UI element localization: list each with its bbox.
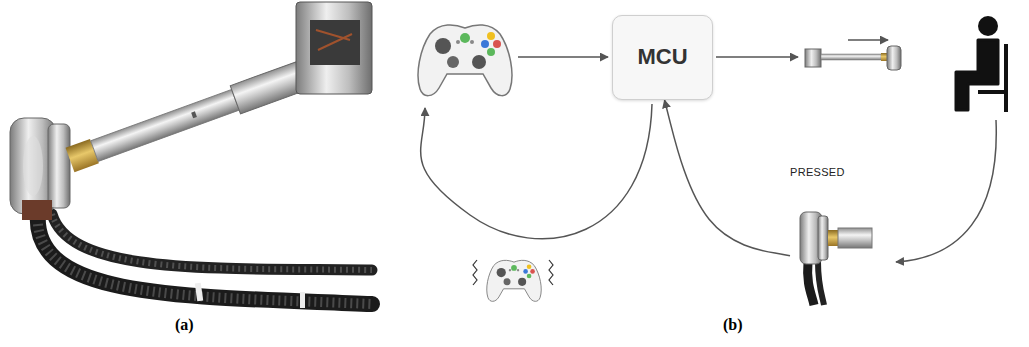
actuator-photo	[52, 214, 372, 270]
actuator-photo	[195, 283, 203, 302]
actuator-photo	[48, 124, 70, 208]
mcu-box: MCU	[612, 15, 713, 100]
actuator-photo	[316, 30, 352, 50]
pressed-actuator-icon	[800, 212, 872, 305]
panel-label: (b)	[723, 316, 743, 334]
pressed-actuator-icon	[818, 262, 824, 305]
panel-label: (a)	[175, 316, 194, 334]
pressed-actuator-icon	[818, 216, 828, 260]
actuator-photo	[310, 20, 360, 65]
pressed-state: PRESSED	[790, 160, 890, 305]
flow-arrow	[518, 56, 608, 58]
seated-person-icon	[978, 16, 998, 36]
illustration	[418, 25, 512, 96]
connectors	[665, 100, 790, 256]
actuator-photo	[65, 62, 306, 174]
actuator-photo	[230, 62, 306, 114]
actuator-icon	[805, 49, 821, 67]
pressed-actuator-icon	[828, 230, 838, 246]
actuator-photo	[191, 111, 197, 118]
feedback-arrow	[421, 104, 652, 239]
actuator-icon	[821, 54, 881, 60]
actuator-photo	[10, 2, 372, 308]
flow-arrow	[896, 120, 996, 262]
actuator-icon	[887, 46, 901, 70]
seated-person-icon	[978, 90, 1006, 94]
vibrating-gamepad-icon	[487, 260, 541, 301]
motion-arrow	[848, 39, 888, 41]
actuator-photo	[38, 212, 372, 304]
actuator-photo	[52, 214, 372, 270]
state-label: PRESSED	[790, 166, 845, 179]
pressed-actuator-icon	[838, 228, 872, 248]
vibrating-gamepad-icon	[473, 260, 553, 301]
actuator-photo	[23, 136, 43, 196]
seated-person-icon	[956, 40, 998, 110]
box-label: MCU	[637, 44, 687, 70]
actuator-photo	[300, 292, 305, 308]
actuator-photo	[91, 89, 239, 161]
connector-arrow	[665, 100, 790, 256]
actuator-icon	[805, 46, 901, 70]
actuator-photo	[296, 2, 372, 94]
actuator-photo	[22, 200, 52, 220]
vibrating-gamepad-icon	[473, 260, 477, 285]
actuator-photo	[38, 212, 372, 304]
actuator-icon	[881, 53, 887, 61]
seated-person-icon	[956, 16, 1006, 112]
vibrating-gamepad-icon	[549, 260, 553, 285]
pressed-actuator-icon	[808, 262, 814, 305]
seated-person-icon	[1004, 44, 1008, 112]
flow-arrow	[716, 56, 798, 58]
